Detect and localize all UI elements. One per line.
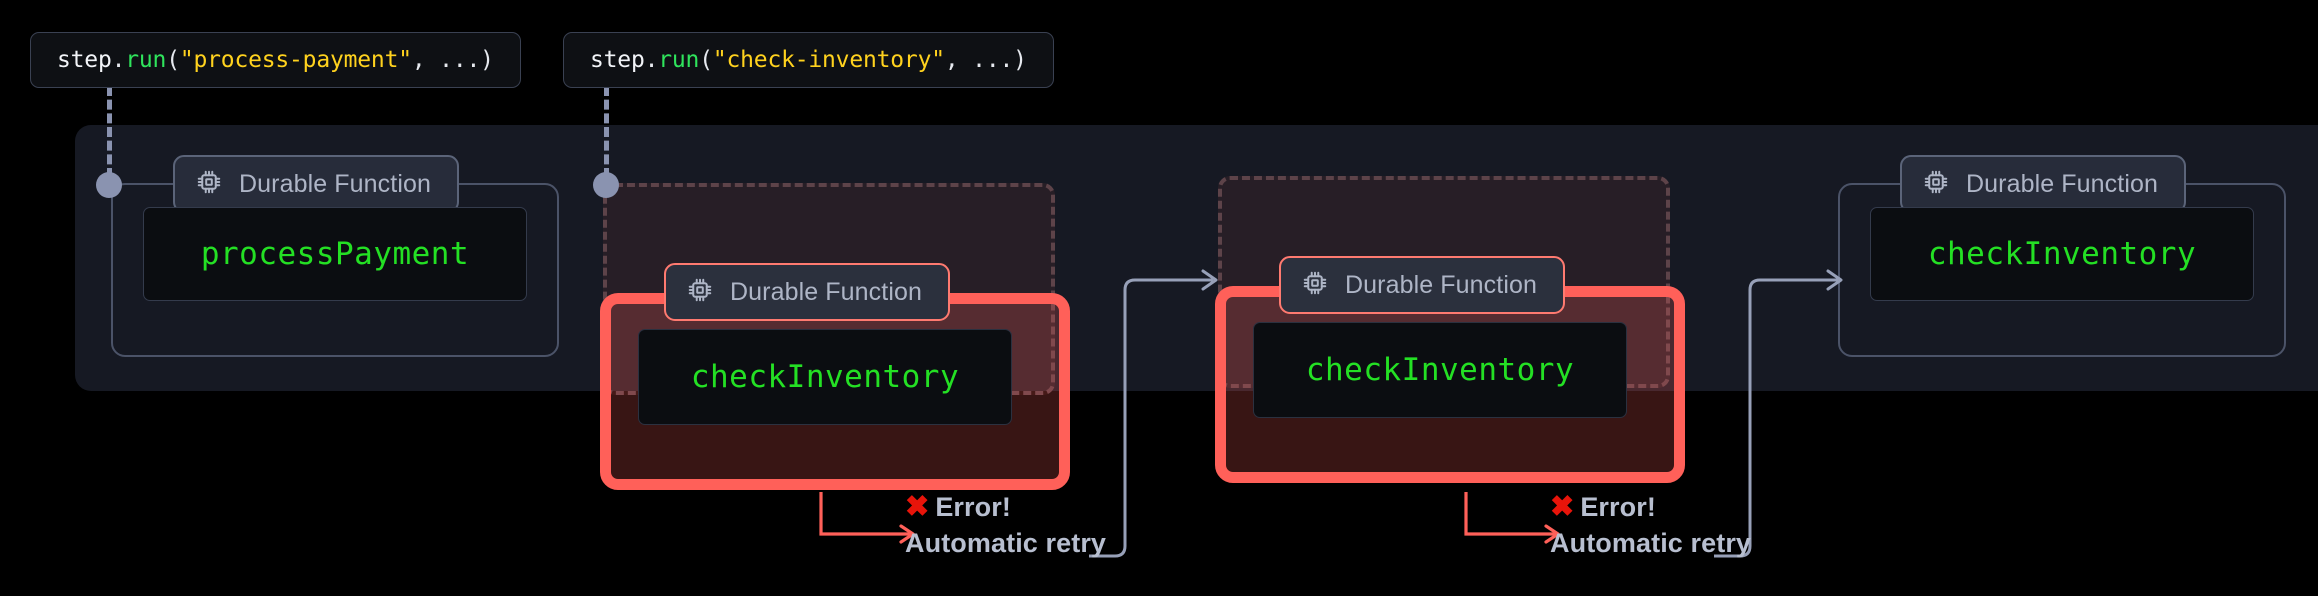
- connector-dot-process-payment: [96, 172, 122, 198]
- durable-function-badge[interactable]: Durable Function: [1900, 155, 2186, 213]
- durable-function-badge[interactable]: Durable Function: [1279, 256, 1565, 314]
- durable-function-label: Durable Function: [239, 169, 431, 198]
- cpu-icon: [195, 168, 223, 201]
- code-open-paren: (: [699, 47, 713, 73]
- code-label-check-inventory[interactable]: step.run("check-inventory", ...): [563, 32, 1054, 88]
- error-subtitle: Automatic retry: [1550, 528, 1752, 558]
- step-process-payment[interactable]: Durable Function processPayment: [111, 155, 559, 357]
- function-name: checkInventory: [690, 359, 960, 395]
- error-annotation-1: ✖ Error! Automatic retry: [905, 492, 1106, 559]
- step-check-inventory-attempt-1[interactable]: Durable Function checkInventory: [638, 263, 1012, 448]
- step-check-inventory-attempt-2[interactable]: Durable Function checkInventory: [1253, 256, 1627, 441]
- step-check-inventory-attempt-3[interactable]: Durable Function checkInventory: [1838, 155, 2286, 357]
- error-title-row: ✖ Error!: [1550, 492, 1751, 523]
- function-box[interactable]: checkInventory: [638, 329, 1012, 425]
- error-x-icon: ✖: [1550, 491, 1575, 523]
- function-name: processPayment: [200, 236, 470, 272]
- function-name: checkInventory: [1305, 352, 1575, 388]
- code-rest: , ...): [411, 47, 494, 73]
- function-name: checkInventory: [1927, 236, 2197, 272]
- error-arrow-1: [819, 492, 915, 544]
- code-label-process-payment[interactable]: step.run("process-payment", ...): [30, 32, 521, 88]
- connector-dot-check-inventory: [593, 172, 619, 198]
- retry-arrow-1: [1089, 269, 1218, 558]
- durable-function-label: Durable Function: [730, 277, 922, 306]
- durable-function-badge[interactable]: Durable Function: [664, 263, 950, 321]
- function-box[interactable]: processPayment: [143, 207, 527, 301]
- function-box[interactable]: checkInventory: [1253, 322, 1627, 418]
- durable-function-badge[interactable]: Durable Function: [173, 155, 459, 213]
- function-box[interactable]: checkInventory: [1870, 207, 2254, 301]
- code-object: step: [57, 47, 112, 73]
- code-rest: , ...): [944, 47, 1027, 73]
- error-arrow-2: [1464, 492, 1560, 544]
- durable-function-label: Durable Function: [1345, 270, 1537, 299]
- code-method: run: [658, 47, 700, 73]
- code-dot: .: [111, 47, 126, 73]
- code-object: step: [590, 47, 645, 73]
- error-annotation-2: ✖ Error! Automatic retry: [1550, 492, 1751, 559]
- error-subtitle: Automatic retry: [905, 528, 1107, 558]
- code-method: run: [125, 47, 167, 73]
- error-title: Error!: [935, 492, 1011, 522]
- cpu-icon: [1301, 269, 1329, 302]
- error-title-row: ✖ Error!: [905, 492, 1106, 523]
- code-dot: .: [644, 47, 659, 73]
- retry-arrow-2: [1714, 269, 1843, 558]
- code-string-arg: "process-payment": [179, 47, 412, 73]
- cpu-icon: [686, 276, 714, 309]
- durable-function-label: Durable Function: [1966, 169, 2158, 198]
- error-title: Error!: [1580, 492, 1656, 522]
- connector-dashed-process-payment: [107, 86, 112, 178]
- cpu-icon: [1922, 168, 1950, 201]
- code-open-paren: (: [166, 47, 180, 73]
- code-string-arg: "check-inventory": [712, 47, 945, 73]
- connector-dashed-check-inventory: [604, 86, 609, 178]
- error-x-icon: ✖: [905, 491, 930, 523]
